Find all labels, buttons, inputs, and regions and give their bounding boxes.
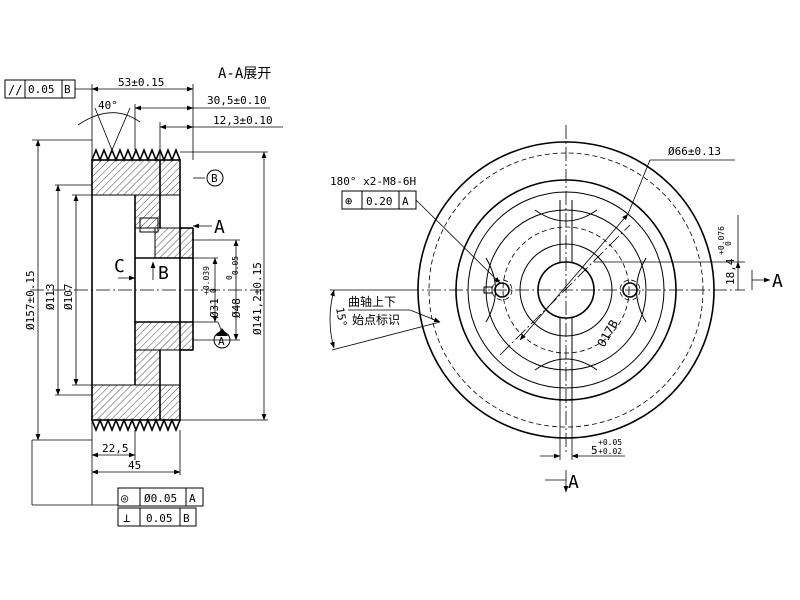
position-tolerance: 0.20 xyxy=(366,195,393,208)
parallelism-tolerance: 0.05 xyxy=(28,83,55,96)
concentricity-frame: ◎ Ø0.05 A xyxy=(117,487,204,507)
perpendicularity-frame: ⊥ 0.05 B xyxy=(117,507,197,527)
dia-48-tol-lower: -0.05 xyxy=(231,256,240,280)
dia-66: Ø66±0.13 xyxy=(668,145,721,158)
section-mark-a-left: A xyxy=(214,217,225,238)
datum-b-top: B xyxy=(211,172,218,185)
dia-113: Ø113 xyxy=(44,284,57,311)
dia-48-tol-upper: 0 xyxy=(225,275,234,280)
right-front-view: Ø66±0.13 180° x2-M8-6H ⊕ 0.20 A 曲轴上下 始点标… xyxy=(329,125,783,493)
parallelism-symbol: // xyxy=(8,83,22,97)
parallelism-datum: B xyxy=(64,83,71,96)
dim-groove-span: 30,5±0.10 xyxy=(207,94,267,107)
dim-22-5: 22,5 xyxy=(102,442,129,455)
angle-15: 15° xyxy=(333,306,349,328)
label-b: B xyxy=(158,263,169,284)
groove-angle: 40° xyxy=(98,99,118,112)
concentricity-symbol: ◎ xyxy=(121,491,128,505)
holes-note: 180° x2-M8-6H xyxy=(330,175,416,188)
dia-31-tol-upper: +0.039 xyxy=(202,266,211,295)
label-c: C xyxy=(114,256,125,277)
dim-5-tol-lower: +0.02 xyxy=(598,447,622,456)
position-datum: A xyxy=(402,195,409,208)
perpendicularity-datum: B xyxy=(183,512,190,525)
crank-label-2: 始点标识 xyxy=(352,313,400,327)
dim-5-tol-upper: +0.05 xyxy=(598,438,622,447)
crank-label-1: 曲轴上下 xyxy=(348,294,396,309)
dim-18-4: 18,4 xyxy=(724,258,737,285)
dia-157: Ø157±0.15 xyxy=(24,270,37,330)
dim-5: 5 xyxy=(591,444,598,457)
dim-45: 45 xyxy=(128,459,141,472)
perpendicularity-symbol: ⊥ xyxy=(123,511,130,525)
left-section-view: // 0.05 B 53±0.15 30,5±0.10 12,3±0.10 40… xyxy=(4,76,283,527)
dim-18-4-tol-upper: +0.076 xyxy=(717,226,726,255)
datum-a-circle: A xyxy=(218,335,225,348)
position-frame: ⊕ 0.20 A xyxy=(341,190,417,210)
dia-31-tol-lower: 0 xyxy=(209,288,218,293)
perpendicularity-tolerance: 0.05 xyxy=(146,512,173,525)
dim-hub-offset: 12,3±0.10 xyxy=(213,114,273,127)
position-symbol: ⊕ xyxy=(345,194,352,208)
dia-31: Ø31 xyxy=(208,298,221,318)
dia-141: Ø141,2±0.15 xyxy=(251,262,264,335)
dia-107: Ø107 xyxy=(62,284,75,311)
section-title: A-A展开 xyxy=(218,66,271,82)
parallelism-frame: // 0.05 B xyxy=(4,79,76,99)
section-mark-a-right: A xyxy=(772,271,783,292)
dia-48: Ø48 xyxy=(230,298,243,318)
section-mark-a-bottom: A xyxy=(568,472,579,493)
concentricity-datum: A xyxy=(189,492,196,505)
v-ribs-bottom xyxy=(91,417,181,433)
dim-width-total: 53±0.15 xyxy=(118,76,164,89)
concentricity-tolerance: Ø0.05 xyxy=(144,492,177,505)
dim-18-4-tol-lower: 0 xyxy=(724,241,733,246)
v-ribs-top xyxy=(91,147,181,163)
